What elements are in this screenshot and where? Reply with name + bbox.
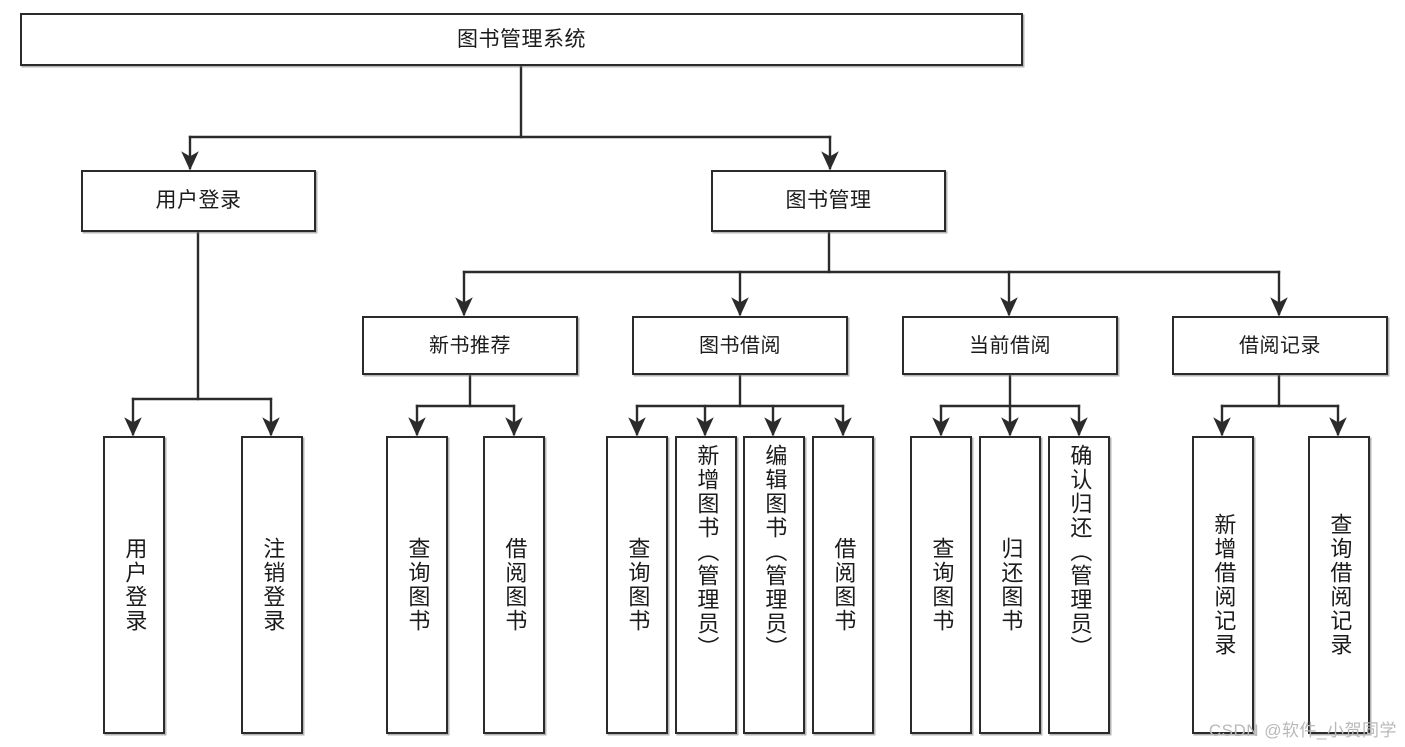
node-borrow-record-label: 借阅记录 [1239,334,1321,357]
node-leaf-return-book[interactable]: 归还图书 [979,436,1041,734]
node-current-borrow[interactable]: 当前借阅 [902,316,1118,375]
node-leaf-query-record-label: 查询借阅记录 [1327,513,1353,657]
node-leaf-user-login-label: 用户登录 [122,537,148,633]
node-leaf-query-book-1-label: 查询图书 [405,537,431,633]
node-leaf-query-book-3[interactable]: 查询图书 [910,436,972,734]
node-leaf-query-record[interactable]: 查询借阅记录 [1308,436,1370,734]
node-leaf-logout[interactable]: 注销登录 [241,436,303,734]
node-book-management[interactable]: 图书管理 [711,170,946,232]
node-leaf-borrow-book-1[interactable]: 借阅图书 [483,436,545,734]
node-user-login[interactable]: 用户登录 [81,170,316,232]
node-leaf-logout-label: 注销登录 [260,537,286,633]
node-leaf-add-record-label: 新增借阅记录 [1211,513,1237,657]
node-leaf-query-book-2-label: 查询图书 [625,537,651,633]
node-root-label: 图书管理系统 [457,27,586,51]
node-leaf-add-record[interactable]: 新增借阅记录 [1192,436,1254,734]
node-leaf-user-login[interactable]: 用户登录 [103,436,165,734]
node-new-book-recommend[interactable]: 新书推荐 [362,316,578,375]
node-leaf-query-book-1[interactable]: 查询图书 [386,436,448,734]
node-leaf-return-book-label: 归还图书 [998,537,1024,633]
node-leaf-query-book-3-label: 查询图书 [929,537,955,633]
node-leaf-borrow-book-2[interactable]: 借阅图书 [812,436,874,734]
node-root[interactable]: 图书管理系统 [20,13,1023,66]
node-book-management-label: 图书管理 [785,189,872,213]
node-borrow-record[interactable]: 借阅记录 [1172,316,1388,375]
node-current-borrow-label: 当前借阅 [969,334,1051,357]
node-leaf-confirm-return[interactable]: 确认归还（管理员） [1048,436,1110,734]
node-user-login-label: 用户登录 [155,189,242,213]
node-leaf-edit-book-label: 编辑图书（管理员） [762,444,788,660]
node-leaf-add-book[interactable]: 新增图书（管理员） [675,436,737,734]
node-leaf-confirm-return-label: 确认归还（管理员） [1067,444,1093,660]
node-leaf-query-book-2[interactable]: 查询图书 [606,436,668,734]
node-book-borrow-label: 图书借阅 [699,334,781,357]
node-leaf-borrow-book-1-label: 借阅图书 [502,537,528,633]
node-new-book-recommend-label: 新书推荐 [429,334,511,357]
node-leaf-edit-book[interactable]: 编辑图书（管理员） [743,436,805,734]
node-book-borrow[interactable]: 图书借阅 [632,316,848,375]
node-leaf-add-book-label: 新增图书（管理员） [694,444,720,660]
csdn-watermark: CSDN @软件_小贺同学 [1208,721,1397,740]
node-leaf-borrow-book-2-label: 借阅图书 [831,537,857,633]
